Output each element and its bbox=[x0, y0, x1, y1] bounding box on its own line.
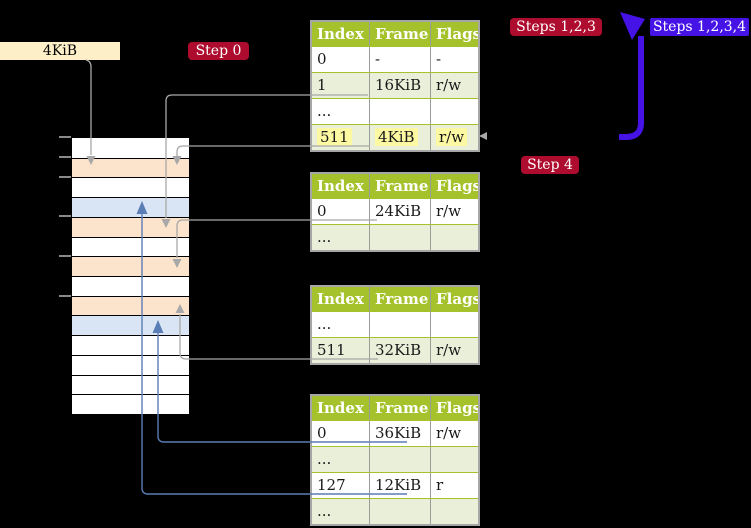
steps-123-badge: Steps 1,2,3 bbox=[510, 18, 602, 36]
memory-frame-row bbox=[72, 275, 189, 296]
table-row: 0 36KiB r/w bbox=[312, 420, 478, 446]
table-row: ... bbox=[312, 311, 478, 337]
memory-frame-row bbox=[72, 295, 189, 316]
table-row: ... bbox=[312, 498, 478, 524]
header-frame: Frame bbox=[369, 22, 430, 46]
memory-frame-row bbox=[72, 216, 189, 237]
memory-frame-row bbox=[72, 157, 189, 178]
header-frame: Frame bbox=[369, 287, 430, 311]
table-header-row: Index Frame Flags bbox=[312, 287, 478, 311]
highlighted-value: r/w bbox=[436, 128, 468, 146]
table-511-entry-marker bbox=[479, 132, 487, 140]
table-row-recursive-entry: 511 4KiB r/w bbox=[312, 124, 478, 150]
memory-frame-row bbox=[72, 236, 189, 257]
header-index: Index bbox=[317, 25, 364, 43]
level-1-page-table: Index Frame Flags 0 36KiB r/w ... 127 12… bbox=[310, 394, 480, 526]
memory-frame-row bbox=[72, 335, 189, 355]
memory-frame-row bbox=[72, 354, 189, 375]
header-index: Index bbox=[317, 399, 364, 417]
table-header-row: Index Frame Flags bbox=[312, 396, 478, 420]
table-row: 511 32KiB r/w bbox=[312, 337, 478, 363]
memory-frame-row bbox=[72, 374, 189, 395]
header-flags: Flags bbox=[430, 287, 478, 311]
table-row: 0 24KiB r/w bbox=[312, 198, 478, 224]
table-row: ... bbox=[312, 98, 478, 124]
header-index: Index bbox=[317, 177, 364, 195]
level-2-page-table: Index Frame Flags ... 511 32KiB r/w bbox=[310, 285, 480, 365]
table-row: ... bbox=[312, 224, 478, 250]
step-0-badge: Step 0 bbox=[188, 42, 249, 60]
level-3-page-table: Index Frame Flags 0 24KiB r/w ... bbox=[310, 172, 480, 252]
memory-frame-row bbox=[72, 197, 189, 217]
memory-frame-row bbox=[72, 315, 189, 336]
frame-size-label: 4KiB bbox=[0, 42, 120, 60]
steps-1234-badge: Steps 1,2,3,4 bbox=[650, 18, 749, 36]
header-flags: Flags bbox=[430, 396, 478, 420]
table-row: 0 - - bbox=[312, 46, 478, 72]
highlighted-value: 511 bbox=[317, 128, 352, 146]
table-header-row: Index Frame Flags bbox=[312, 174, 478, 198]
table-row: 127 12KiB r bbox=[312, 472, 478, 498]
memory-frame-row bbox=[72, 138, 189, 158]
header-frame: Frame bbox=[369, 174, 430, 198]
frame-ticks bbox=[59, 136, 71, 297]
table-header-row: Index Frame Flags bbox=[312, 22, 478, 46]
memory-frame-row bbox=[72, 394, 189, 414]
highlighted-value: 4KiB bbox=[375, 128, 418, 146]
table-row: 1 16KiB r/w bbox=[312, 72, 478, 98]
step-4-badge: Step 4 bbox=[521, 156, 579, 174]
header-index: Index bbox=[317, 290, 364, 308]
header-frame: Frame bbox=[369, 396, 430, 420]
table-row: ... bbox=[312, 446, 478, 472]
header-flags: Flags bbox=[430, 174, 478, 198]
physical-memory-column bbox=[71, 137, 190, 415]
level-4-page-table: Index Frame Flags 0 - - 1 16KiB r/w ... … bbox=[310, 20, 480, 152]
header-flags: Flags bbox=[430, 22, 478, 46]
memory-frame-row bbox=[72, 177, 189, 198]
memory-frame-row bbox=[72, 256, 189, 276]
recursive-loop-arrow bbox=[619, 12, 645, 140]
